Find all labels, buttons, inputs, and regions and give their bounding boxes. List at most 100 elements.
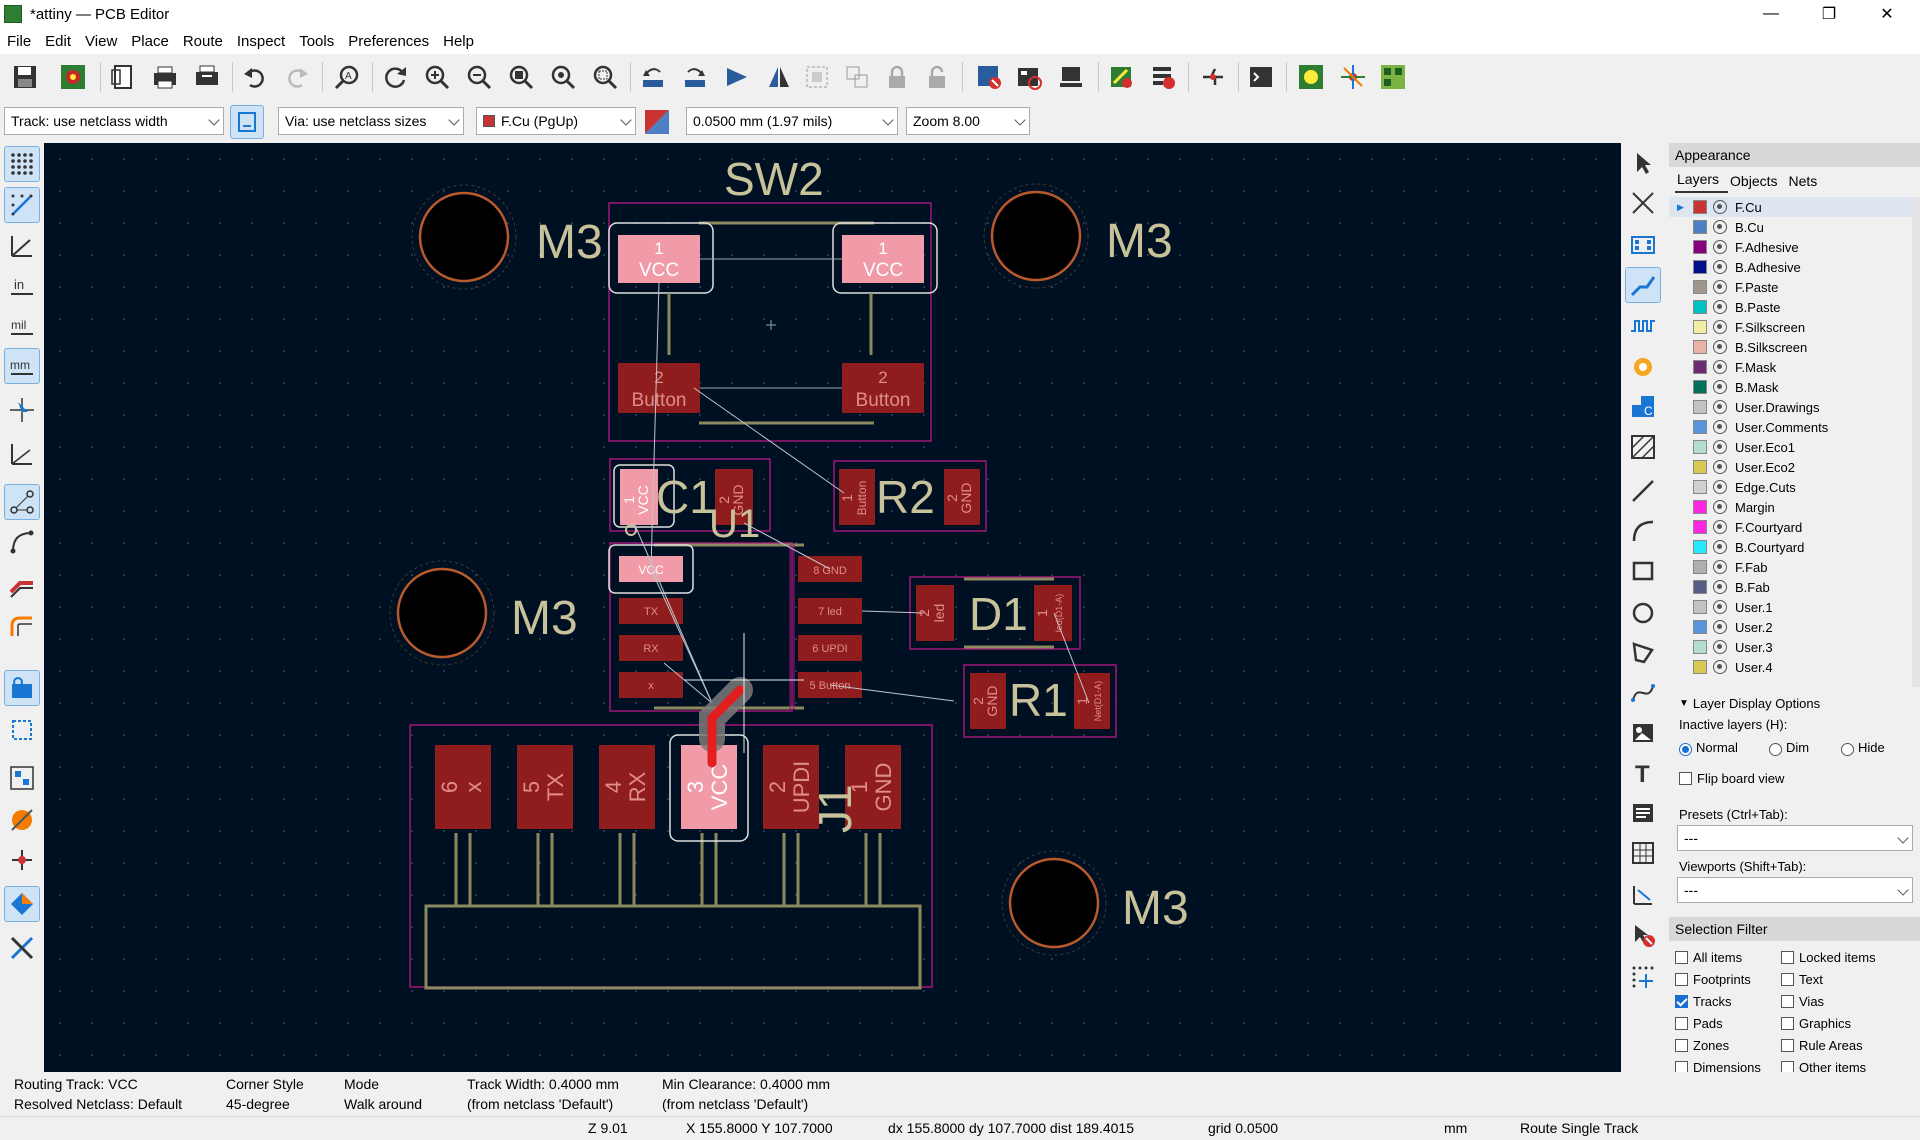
layer-row[interactable]: B.Paste	[1669, 297, 1912, 317]
pad-u1-4[interactable]	[619, 672, 683, 698]
flip-board-checkbox[interactable]: Flip board view	[1679, 767, 1920, 789]
layer-row[interactable]: B.Mask	[1669, 377, 1912, 397]
draw-polygon-icon[interactable]	[1625, 635, 1661, 671]
pad-d1-1[interactable]	[1034, 585, 1072, 641]
auto-track-width-icon[interactable]	[230, 105, 264, 139]
add-via-icon[interactable]	[1625, 349, 1661, 385]
plugin-interactive-html-bom-icon[interactable]	[1336, 60, 1370, 94]
visibility-eye-icon[interactable]	[1713, 360, 1727, 374]
curved-ratsnest-icon[interactable]	[4, 524, 40, 560]
pad-c1-1[interactable]	[620, 469, 658, 525]
visibility-eye-icon[interactable]	[1713, 220, 1727, 234]
footprint-r1[interactable]: 2 GND 1 Net(D1-A) R1	[963, 664, 1117, 738]
menu-place[interactable]: Place	[131, 32, 169, 50]
layer-color-swatch[interactable]	[1693, 580, 1707, 594]
visibility-eye-icon[interactable]	[1713, 660, 1727, 674]
footprint-d1[interactable]: 2 led 1 led(D1-A) D1	[909, 576, 1081, 650]
pad-u1-6[interactable]	[798, 635, 862, 661]
visibility-eye-icon[interactable]	[1713, 400, 1727, 414]
show-zones-icon[interactable]	[4, 670, 40, 706]
footprint-browser-icon[interactable]	[1054, 60, 1088, 94]
add-text-icon[interactable]: T	[1625, 755, 1661, 791]
layer-color-swatch[interactable]	[1693, 420, 1707, 434]
visibility-eye-icon[interactable]	[1713, 320, 1727, 334]
layer-color-swatch[interactable]	[1693, 240, 1707, 254]
layer-color-swatch[interactable]	[1693, 380, 1707, 394]
tab-objects[interactable]: Objects	[1730, 173, 1778, 189]
layer-color-swatch[interactable]	[1693, 460, 1707, 474]
selection-filter-checkbox[interactable]: Text	[1781, 969, 1911, 989]
layer-row[interactable]: F.Fab	[1669, 557, 1912, 577]
tab-layers[interactable]: Layers	[1675, 171, 1729, 193]
pad-r2-2[interactable]	[944, 469, 980, 525]
layer-color-swatch[interactable]	[1693, 540, 1707, 554]
plot-icon[interactable]	[190, 60, 224, 94]
layer-color-swatch[interactable]	[1693, 660, 1707, 674]
pad-j1-5[interactable]	[517, 745, 573, 829]
visibility-eye-icon[interactable]	[1713, 600, 1727, 614]
grid-dots-icon[interactable]	[4, 146, 40, 182]
draw-circle-icon[interactable]	[1625, 595, 1661, 631]
update-pcb-from-schematic-icon[interactable]	[972, 60, 1006, 94]
pad-r2-1[interactable]	[839, 469, 875, 525]
grid-select[interactable]: 0.0500 mm (1.97 mils)	[686, 107, 898, 135]
inches-units-icon[interactable]: in	[4, 268, 40, 304]
refresh-icon[interactable]	[378, 60, 412, 94]
rotate-cw-icon[interactable]	[678, 60, 712, 94]
show-board-pads-icon[interactable]	[4, 760, 40, 796]
group-icon[interactable]	[800, 60, 834, 94]
selection-filter-checkbox[interactable]: Rule Areas	[1781, 1035, 1911, 1055]
pad-j1-1[interactable]	[845, 745, 901, 829]
local-ratsnest-icon[interactable]	[1625, 185, 1661, 221]
layer-color-swatch[interactable]	[1693, 600, 1707, 614]
add-dimension-icon[interactable]	[1625, 877, 1661, 913]
draw-line-icon[interactable]	[1625, 473, 1661, 509]
visibility-eye-icon[interactable]	[1713, 240, 1727, 254]
layer-color-swatch[interactable]	[1693, 500, 1707, 514]
pcb-canvas[interactable]: M3 M3 M3 M3 SW2	[44, 143, 1621, 1072]
routing-track-vcc[interactable]	[699, 677, 753, 768]
selection-filter-checkbox[interactable]: Zones	[1675, 1035, 1781, 1055]
lock-icon[interactable]	[880, 60, 914, 94]
zoom-fit-icon[interactable]	[504, 60, 538, 94]
menu-tools[interactable]: Tools	[299, 32, 335, 50]
visibility-eye-icon[interactable]	[1713, 300, 1727, 314]
zoom-fit-objects-icon[interactable]	[546, 60, 580, 94]
layer-color-swatch[interactable]	[1693, 620, 1707, 634]
save-icon[interactable]	[8, 60, 42, 94]
selection-filter-checkbox[interactable]: Vias	[1781, 991, 1911, 1011]
layer-row[interactable]: F.Mask	[1669, 357, 1912, 377]
tune-length-icon[interactable]	[1625, 309, 1661, 345]
pad-sw2-2[interactable]	[618, 363, 700, 413]
unlock-icon[interactable]	[920, 60, 954, 94]
visibility-eye-icon[interactable]	[1713, 480, 1727, 494]
menu-edit[interactable]: Edit	[45, 32, 72, 50]
draw-arc-icon[interactable]	[1625, 513, 1661, 549]
footprint-c1[interactable]: 1 VCC 2 GND C1	[609, 458, 771, 532]
layer-color-swatch[interactable]	[1693, 560, 1707, 574]
pad-sw2-1[interactable]	[618, 235, 700, 283]
active-layer-select[interactable]: F.Cu (PgUp)	[476, 107, 636, 135]
layer-row[interactable]: F.Adhesive	[1669, 237, 1912, 257]
layer-row[interactable]: B.Fab	[1669, 577, 1912, 597]
layer-color-swatch[interactable]	[1693, 280, 1707, 294]
plugin-gerber-icon[interactable]	[1294, 60, 1328, 94]
visibility-eye-icon[interactable]	[1713, 380, 1727, 394]
design-rules-checker-icon[interactable]	[1104, 60, 1138, 94]
menu-file[interactable]: File	[7, 32, 32, 50]
layer-row[interactable]: User.3	[1669, 637, 1912, 657]
grid-overrides-icon[interactable]	[4, 187, 40, 223]
mounting-hole-m3[interactable]: M3	[411, 184, 603, 290]
add-footprint-icon[interactable]	[1625, 227, 1661, 263]
layer-color-swatch[interactable]	[1693, 340, 1707, 354]
footprint-sw2[interactable]: SW2 1 VCC 1 VCC 2 Button 2 Button	[608, 153, 938, 442]
pad-r1-2[interactable]	[970, 673, 1006, 729]
visibility-eye-icon[interactable]	[1713, 340, 1727, 354]
layer-display-options-toggle[interactable]: ▼Layer Display Options	[1679, 693, 1920, 713]
print-icon[interactable]	[148, 60, 182, 94]
visibility-eye-icon[interactable]	[1713, 200, 1727, 214]
pad-r1-1[interactable]	[1074, 673, 1110, 729]
pad-c1-2[interactable]	[715, 469, 753, 525]
selection-filter-checkbox[interactable]: Pads	[1675, 1013, 1781, 1033]
